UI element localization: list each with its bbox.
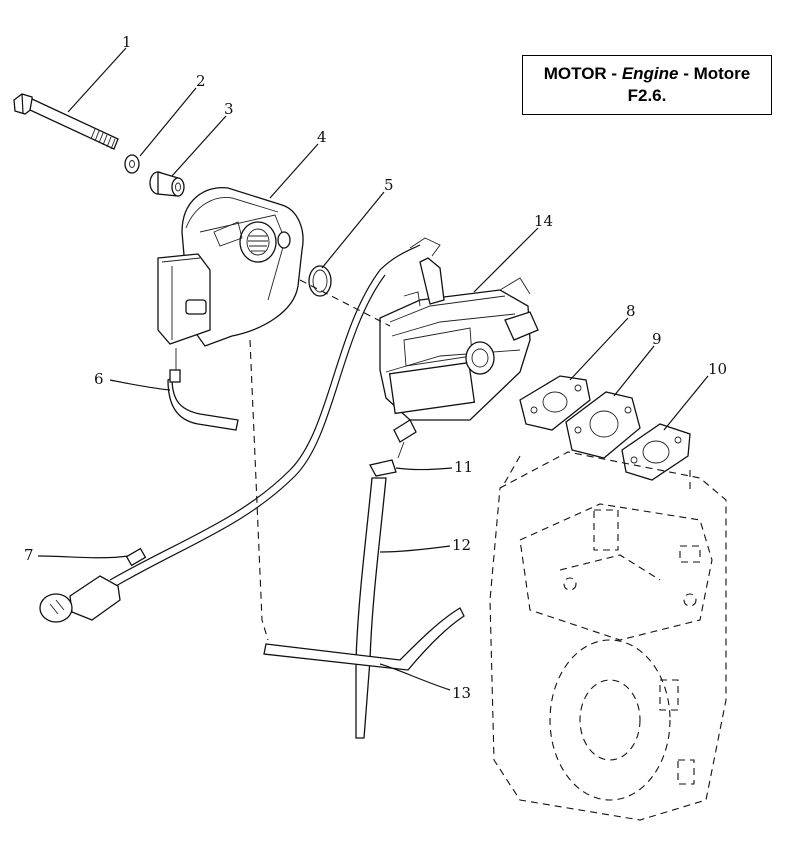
part-1-bolt [13, 93, 119, 150]
title-line: MOTOR - Engine - Motore [543, 64, 751, 83]
part-12-fuel-hose [355, 477, 387, 739]
figure-title-box: MOTOR - Engine - Motore F2.6. [522, 55, 772, 115]
callout-10: 10 [708, 360, 727, 378]
part-13-drain-hose [263, 607, 465, 671]
part-5-o-ring [308, 265, 332, 297]
callout-numbers: 1 2 3 4 5 6 7 8 9 10 11 12 13 14 [24, 33, 727, 702]
part-3-collar [149, 171, 185, 197]
part-2-washer [124, 154, 140, 174]
part-9-insulator [565, 391, 641, 459]
title-motore: Motore [693, 64, 751, 83]
part-7-choke-knob [39, 237, 441, 623]
callout-9: 9 [652, 330, 662, 348]
callout-7: 7 [24, 546, 34, 564]
callout-11: 11 [454, 458, 473, 476]
part-14-carburetor [379, 257, 539, 459]
callout-13: 13 [452, 684, 471, 702]
part-6-hose [167, 348, 239, 431]
callout-3: 3 [224, 100, 234, 118]
callout-12: 12 [452, 536, 471, 554]
callout-6: 6 [94, 370, 104, 388]
callout-2: 2 [196, 72, 206, 90]
callout-8: 8 [626, 302, 636, 320]
title-motor: MOTOR [543, 64, 607, 83]
leader-lines [37, 47, 709, 691]
callout-14: 14 [534, 212, 553, 230]
callout-5: 5 [384, 176, 394, 194]
alignment-lines [249, 279, 691, 641]
title-engine: Engine [621, 64, 679, 83]
engine-block [489, 451, 727, 821]
callout-4: 4 [317, 128, 327, 146]
figure-code: F2.6. [627, 86, 667, 105]
part-4-air-silencer [157, 186, 304, 347]
part-11-clamp [369, 459, 397, 477]
part-8-gasket [519, 375, 591, 431]
callout-1: 1 [122, 33, 132, 51]
